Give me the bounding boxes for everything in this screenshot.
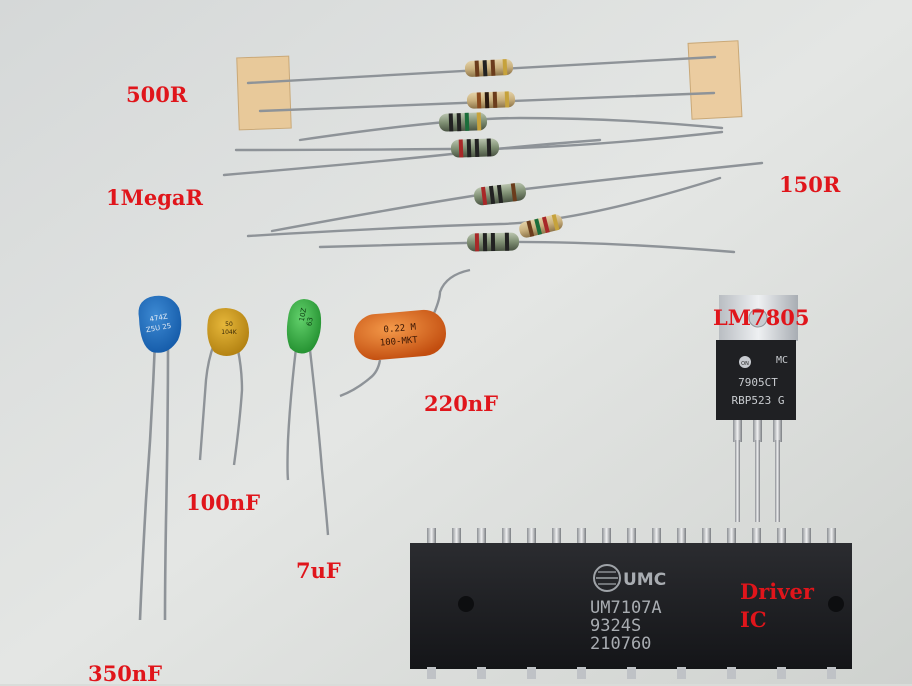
- label-100nf: 100nF: [186, 490, 261, 515]
- label-driver: Driver: [740, 579, 814, 604]
- tape-left: [236, 55, 292, 131]
- resistor-6: [519, 214, 563, 238]
- tape-right: [687, 40, 743, 120]
- voltage-regulator: ON MC 7905CT RBP523 G: [716, 295, 798, 522]
- svg-text:RBP523 G: RBP523 G: [732, 394, 785, 407]
- svg-text:7905CT: 7905CT: [738, 376, 778, 389]
- chip-pins-top: [427, 528, 836, 546]
- label-ic: IC: [740, 607, 767, 632]
- label-lm7805: LM7805: [713, 305, 810, 330]
- green-capacitor: 10Z 63: [286, 299, 330, 536]
- orange-film-capacitor: 0.22 M 100-MKT: [339, 268, 471, 398]
- chip-pins-bottom: [427, 667, 836, 679]
- label-500r: 500R: [126, 82, 188, 107]
- svg-text:10Z: 10Z: [298, 307, 308, 322]
- svg-text:100-MKT: 100-MKT: [379, 335, 418, 348]
- svg-text:474Z: 474Z: [149, 312, 168, 323]
- label-220nf: 220nF: [424, 391, 499, 416]
- resistor-4: [450, 138, 500, 158]
- resistor-3: [438, 112, 488, 132]
- svg-text:50: 50: [225, 321, 233, 328]
- resistor-7: [466, 232, 520, 252]
- svg-text:9324S: 9324S: [590, 616, 641, 636]
- svg-text:210760: 210760: [590, 634, 651, 654]
- yellow-ceramic-capacitor: 50 104K: [198, 308, 249, 466]
- blue-ceramic-capacitor: 474Z Z5U 25: [138, 295, 182, 621]
- label-1megar: 1MegaR: [106, 185, 203, 210]
- svg-text:UM7107A: UM7107A: [590, 598, 662, 618]
- label-7uf: 7uF: [296, 558, 341, 583]
- label-350nf: 350nF: [88, 661, 163, 686]
- resistor-5: [474, 182, 526, 206]
- svg-text:0.22 M: 0.22 M: [383, 323, 417, 336]
- svg-text:UMC: UMC: [623, 570, 666, 590]
- driver-ic-chip: UMC UM7107A 9324S 210760: [410, 543, 852, 669]
- resistor-2: [466, 91, 516, 109]
- resistor-1: [464, 59, 514, 77]
- svg-text:ON: ON: [741, 361, 749, 367]
- label-150r: 150R: [779, 172, 841, 197]
- svg-text:MC: MC: [776, 355, 788, 366]
- svg-text:63: 63: [305, 317, 314, 327]
- svg-text:104K: 104K: [221, 329, 237, 336]
